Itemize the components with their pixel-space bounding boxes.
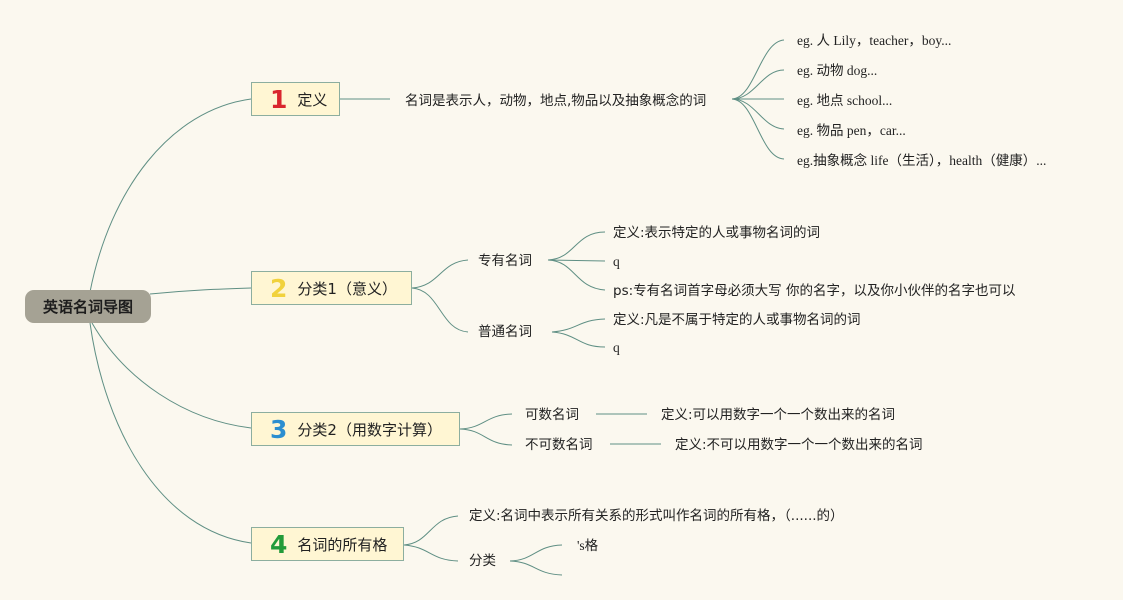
branch-category-meaning[interactable]: 2 分类1（意义） xyxy=(251,271,412,305)
branch-label: 分类2（用数字计算） xyxy=(297,420,442,439)
example-person[interactable]: eg. 人 Lily，teacher，boy... xyxy=(797,33,952,48)
root-label: 英语名词导图 xyxy=(42,298,133,316)
possessive-category-node[interactable]: 分类 xyxy=(469,553,496,569)
uncountable-noun-definition[interactable]: 定义:不可以用数字一个一个数出来的名词 xyxy=(675,437,923,453)
example-place[interactable]: eg. 地点 school... xyxy=(797,93,893,108)
proper-noun-q[interactable]: q xyxy=(613,254,620,269)
branch-category-countability[interactable]: 3 分类2（用数字计算） xyxy=(251,412,460,446)
proper-noun-node[interactable]: 专有名词 xyxy=(478,253,532,269)
branch-possessive[interactable]: 4 名词的所有格 xyxy=(251,527,404,561)
branch-label: 名词的所有格 xyxy=(297,535,388,554)
common-noun-definition[interactable]: 定义:凡是不属于特定的人或事物名词的词 xyxy=(613,312,861,328)
branch-definition[interactable]: 1 定义 xyxy=(251,82,340,116)
common-noun-q[interactable]: q xyxy=(613,340,620,355)
branch-label: 分类1（意义） xyxy=(297,279,397,298)
example-abstract[interactable]: eg.抽象概念 life（生活），health（健康）... xyxy=(797,153,1047,168)
countable-noun-definition[interactable]: 定义:可以用数字一个一个数出来的名词 xyxy=(661,407,896,423)
number-3-icon: 3 xyxy=(270,414,288,444)
root-node[interactable]: 英语名词导图 xyxy=(25,290,151,323)
possessive-s-form[interactable]: 's格 xyxy=(577,538,599,553)
proper-noun-ps[interactable]: ps:专有名词首字母必须大写 你的名字，以及你小伙伴的名字也可以 xyxy=(613,283,1016,299)
possessive-definition[interactable]: 定义:名词中表示所有关系的形式叫作名词的所有格，（......的） xyxy=(469,508,844,524)
definition-text[interactable]: 名词是表示人，动物，地点,物品以及抽象概念的词 xyxy=(405,93,707,109)
number-2-icon: 2 xyxy=(270,273,288,303)
branch-label: 定义 xyxy=(297,90,328,109)
common-noun-node[interactable]: 普通名词 xyxy=(478,324,532,340)
number-4-icon: 4 xyxy=(270,529,288,559)
number-1-icon: 1 xyxy=(270,84,288,114)
example-animal[interactable]: eg. 动物 dog... xyxy=(797,63,878,78)
uncountable-noun-node[interactable]: 不可数名词 xyxy=(525,437,593,453)
countable-noun-node[interactable]: 可数名词 xyxy=(525,407,579,423)
example-object[interactable]: eg. 物品 pen，car... xyxy=(797,123,906,138)
proper-noun-definition[interactable]: 定义:表示特定的人或事物名词的词 xyxy=(613,225,821,241)
